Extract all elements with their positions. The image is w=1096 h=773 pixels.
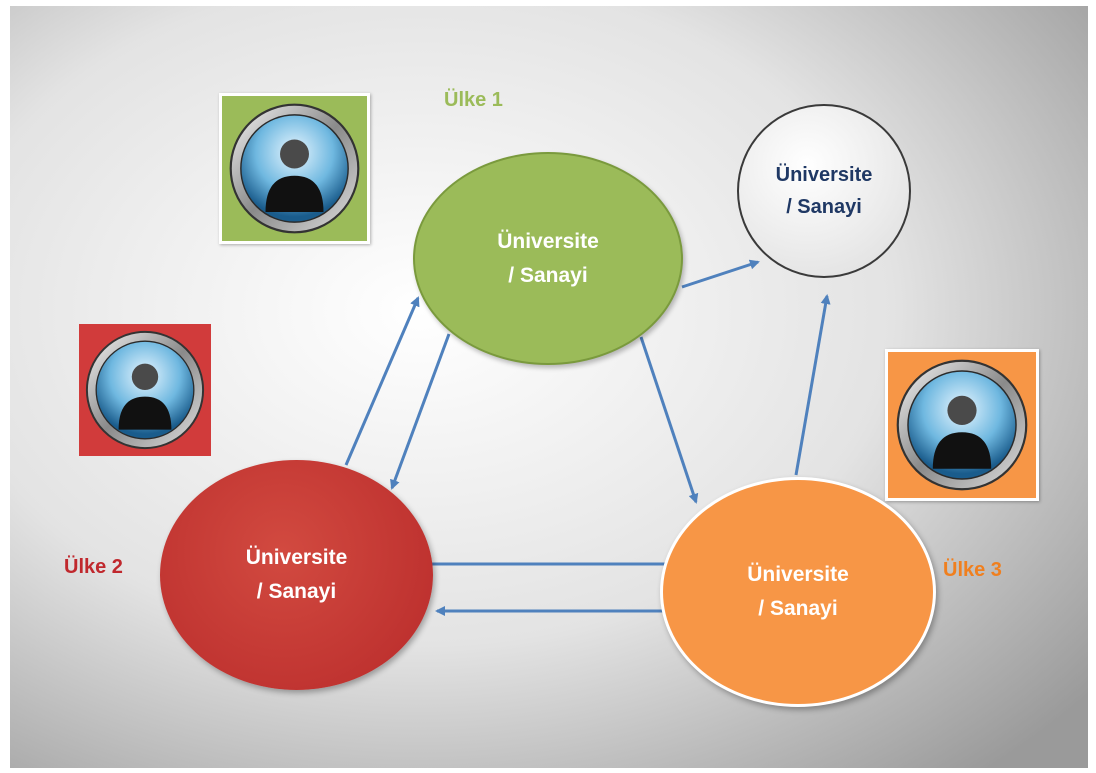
avatar-country-1 <box>219 93 370 244</box>
country-1-label: Ülke 1 <box>444 89 503 111</box>
avatar-country-3 <box>885 349 1039 501</box>
country-2-label: Ülke 2 <box>64 556 123 578</box>
user-avatar-icon <box>896 359 1028 491</box>
node-1-line1: Üniversite <box>497 229 599 253</box>
node-4-line2: / Sanayi <box>786 196 862 218</box>
user-avatar-icon <box>85 330 205 450</box>
user-avatar-icon <box>229 103 360 234</box>
arrow-n1-to-n4 <box>681 259 760 289</box>
avatar-country-2 <box>79 324 211 456</box>
node-university-industry-3: Üniversite / Sanayi <box>660 477 936 707</box>
arrow-n3-to-n4 <box>794 294 831 476</box>
node-3-line2: / Sanayi <box>758 597 838 620</box>
node-2-line2: / Sanayi <box>256 580 337 603</box>
node-4-line1: Üniversite <box>775 164 873 186</box>
arrow-n1-to-n2 <box>390 333 451 490</box>
country-3-label: Ülke 3 <box>943 559 1002 581</box>
node-university-industry-1: Üniversite / Sanayi <box>413 152 683 365</box>
arrow-n1-to-n3 <box>639 336 699 504</box>
arrow-n2-to-n1 <box>344 296 420 466</box>
node-university-industry-2: Üniversite / Sanayi <box>160 460 433 690</box>
node-3-line1: Üniversite <box>747 563 849 587</box>
node-university-industry-4: Üniversite / Sanayi <box>737 104 911 278</box>
node-1-line2: / Sanayi <box>508 263 588 287</box>
node-2-line1: Üniversite <box>245 546 348 570</box>
